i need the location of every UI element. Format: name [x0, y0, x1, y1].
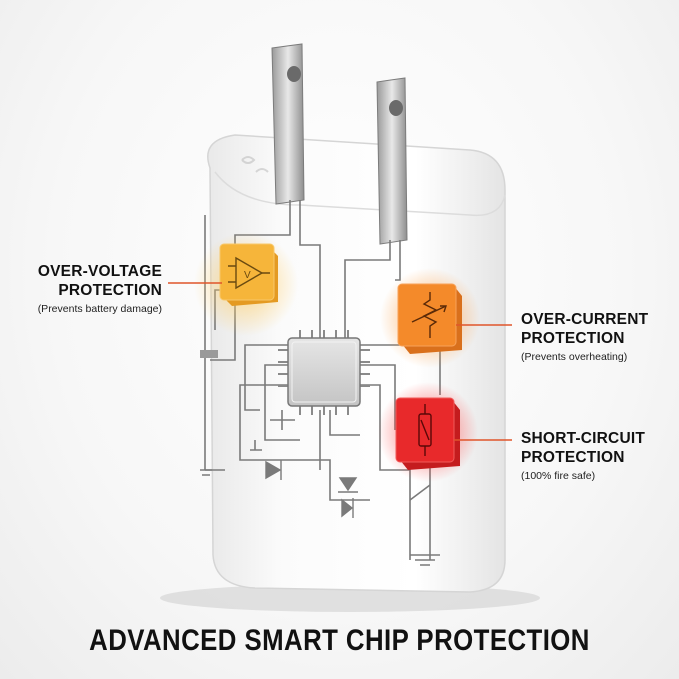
over-voltage-note: (Prevents battery damage) [37, 303, 162, 315]
short-circuit-title: SHORT-CIRCUIT [521, 430, 646, 447]
over-current-note: (Prevents overheating) [521, 351, 628, 363]
central-ic-chip [278, 330, 370, 415]
plug-prongs [271, 43, 408, 245]
over-voltage-label: OVER-VOLTAGE PROTECTION (Prevents batter… [38, 262, 162, 316]
over-voltage-subtitle: PROTECTION [58, 282, 162, 299]
over-current-label: OVER-CURRENT PROTECTION (Prevents overhe… [521, 310, 648, 364]
diode-symbols [200, 350, 358, 518]
short-circuit-note: (100% fire safe) [521, 470, 596, 482]
over-current-title: OVER-CURRENT [521, 311, 649, 328]
short-circuit-subtitle: PROTECTION [521, 449, 625, 466]
leader-lines [168, 282, 512, 441]
over-voltage-title: OVER-VOLTAGE [37, 263, 162, 280]
short-circuit-chip [395, 397, 460, 470]
over-current-subtitle: PROTECTION [521, 330, 625, 347]
voltage-symbol: V [244, 270, 251, 281]
short-circuit-label: SHORT-CIRCUIT PROTECTION (100% fire safe… [521, 429, 645, 483]
over-voltage-chip: V [219, 243, 278, 306]
over-current-chip [397, 283, 462, 354]
headline: ADVANCED SMART CHIP PROTECTION [89, 624, 590, 657]
